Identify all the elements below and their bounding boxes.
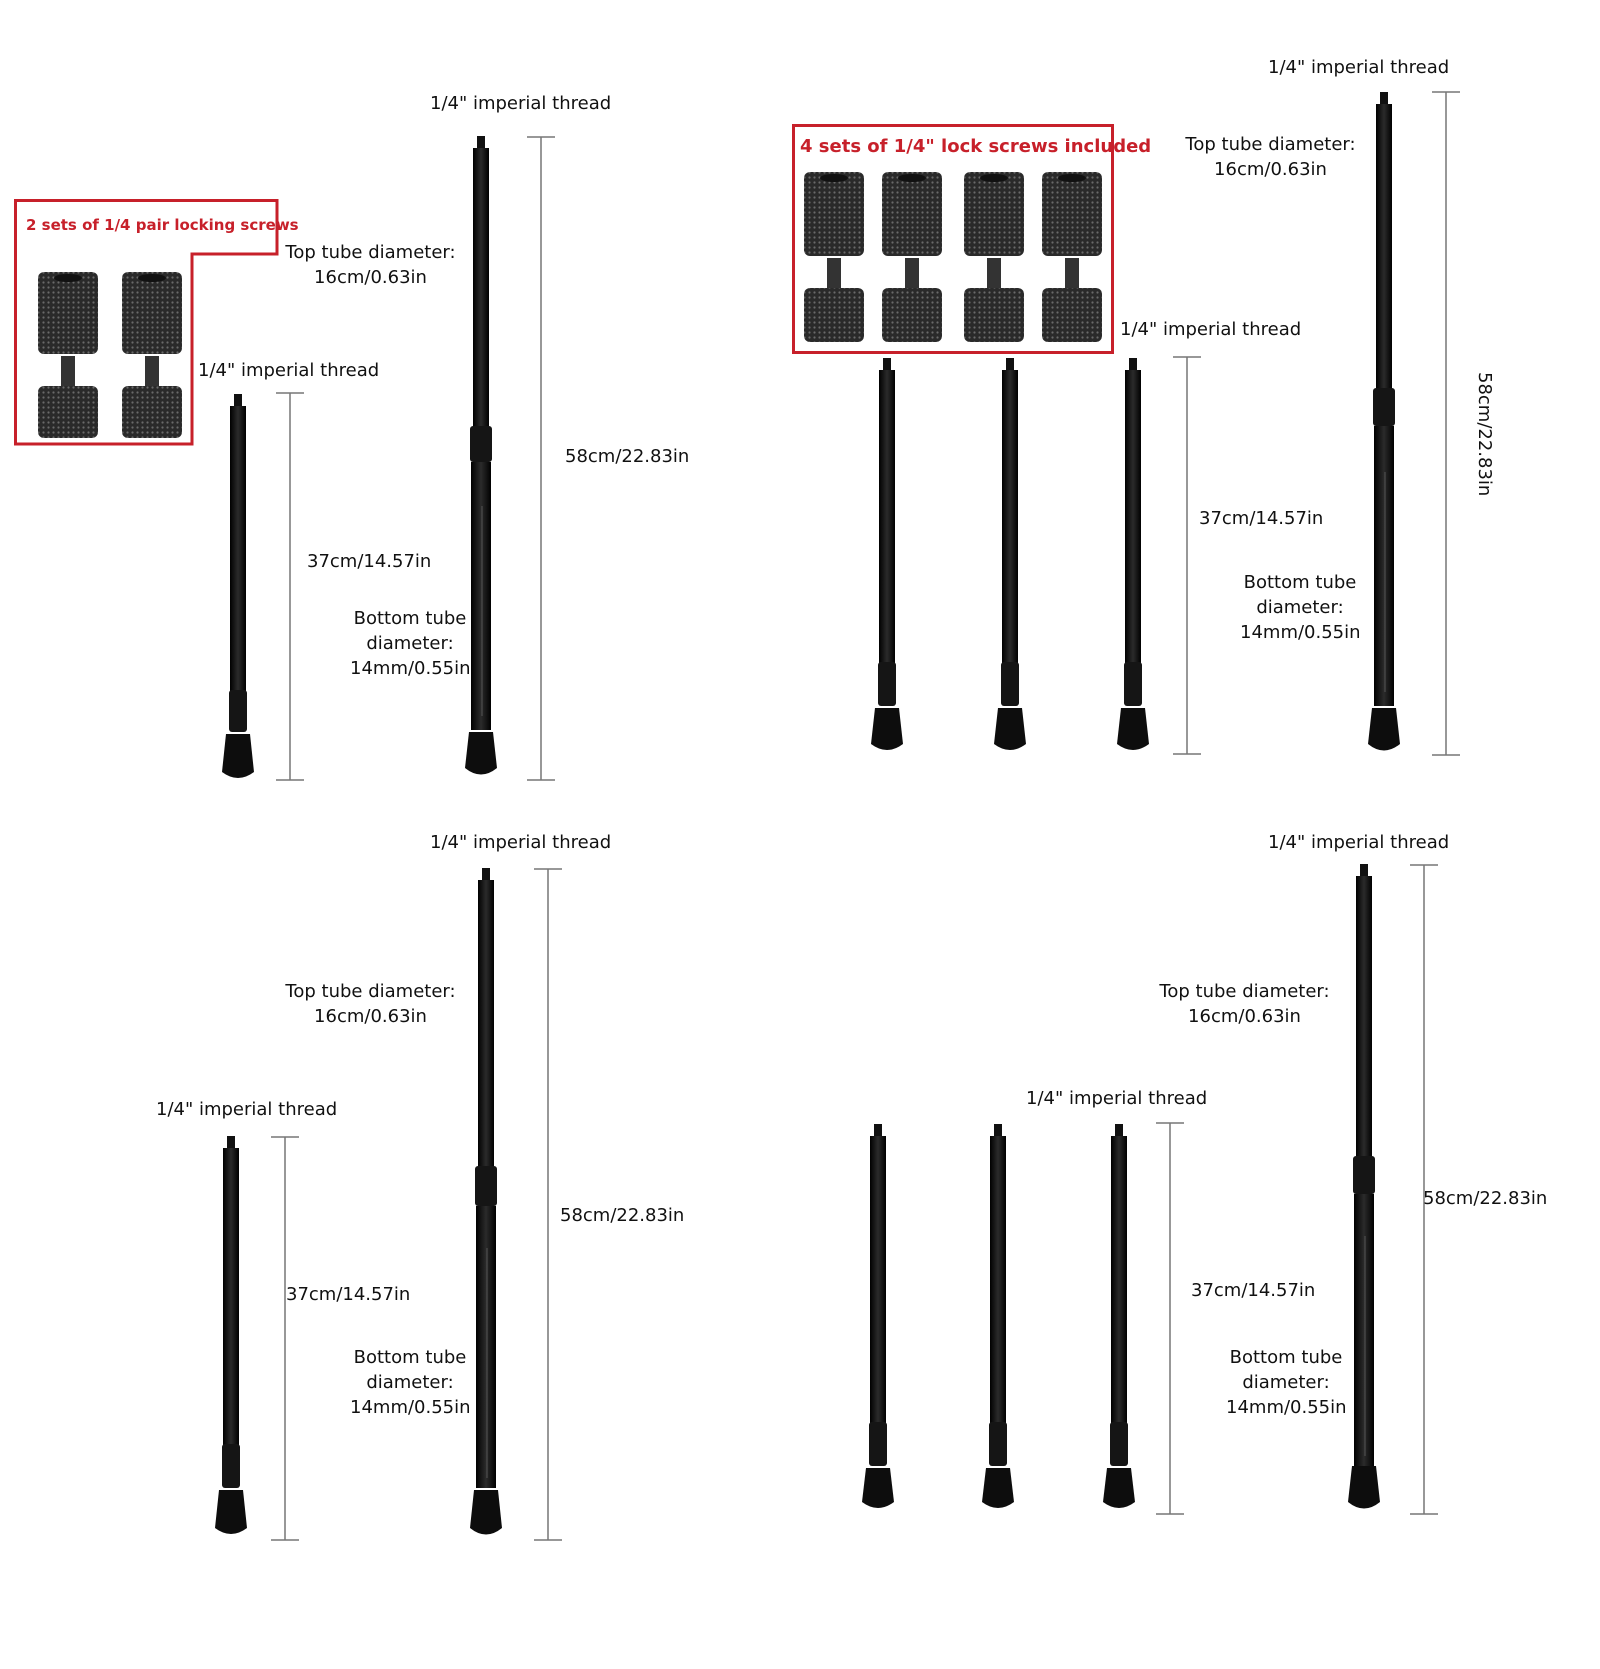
long-rod-image <box>1368 92 1400 751</box>
short-rod-length-label: 37cm/14.57in <box>1199 508 1324 529</box>
short-rod-length-label: 37cm/14.57in <box>286 1284 411 1305</box>
short-rod-dimension-line <box>1156 1122 1184 1515</box>
lock-screw-icon <box>122 272 182 438</box>
long-rod-dimension-line <box>527 136 555 781</box>
short-rod-length-label: 37cm/14.57in <box>307 551 432 572</box>
short-rod-thread-label: 1/4" imperial thread <box>1120 319 1302 340</box>
top-tube-diameter-label: Top tube diameter: 16cm/0.63in <box>285 242 456 288</box>
bottom-tube-diameter-label: Bottom tube diameter: 14mm/0.55in <box>1226 1347 1347 1418</box>
lock-screw-icon <box>1042 172 1102 342</box>
panel-bottom-right: 1/4" imperial thread Top tube diameter: … <box>800 800 1600 1600</box>
short-rod-image <box>862 1124 894 1508</box>
long-rod-dimension-line <box>1410 864 1438 1515</box>
bottom-tube-diameter-label: Bottom tube diameter: 14mm/0.55in <box>350 1347 471 1418</box>
short-rod-image <box>871 358 903 750</box>
short-rod-dimension-line <box>271 1136 299 1541</box>
panel-top-right: 1/4" imperial thread Top tube diameter: … <box>792 0 1600 800</box>
short-rod-length-label: 37cm/14.57in <box>1191 1280 1316 1301</box>
long-rod-image <box>465 136 497 775</box>
long-rod-image <box>470 868 502 1535</box>
long-rod-image <box>1348 864 1380 1509</box>
screw-kit-title: 2 sets of 1/4 pair locking screws <box>26 216 299 234</box>
panel-bottom-left: 1/4" imperial thread Top tube diameter: … <box>0 800 800 1600</box>
long-rod-length-label: 58cm/22.83in <box>565 446 690 467</box>
bottom-tube-diameter-label: Bottom tube diameter: 14mm/0.55in <box>350 608 471 679</box>
long-rod-length-label: 58cm/22.83in <box>1423 1188 1548 1209</box>
short-rod-image <box>982 1124 1014 1508</box>
long-rod-dimension-line <box>534 868 562 1541</box>
long-rod-thread-label: 1/4" imperial thread <box>1268 832 1450 853</box>
lock-screw-icon <box>882 172 942 342</box>
screw-kit-title: 4 sets of 1/4" lock screws included <box>800 136 1152 157</box>
bottom-tube-diameter-label: Bottom tube diameter: 14mm/0.55in <box>1240 572 1361 643</box>
short-rod-thread-label: 1/4" imperial thread <box>156 1099 338 1120</box>
short-rod-dimension-line <box>1173 356 1201 755</box>
lock-screw-icon <box>804 172 864 342</box>
long-rod-length-label: 58cm/22.83in <box>1474 372 1495 497</box>
panel-top-left: 1/4" imperial thread Top tube diameter: … <box>0 0 800 800</box>
short-rod-image <box>1103 1124 1135 1508</box>
long-rod-dimension-line <box>1432 91 1460 756</box>
short-rod-dimension-line <box>276 392 304 781</box>
short-rod-image <box>994 358 1026 750</box>
lock-screw-icon <box>38 272 98 438</box>
lock-screw-set-image <box>38 272 182 438</box>
top-tube-diameter-label: Top tube diameter: 16cm/0.63in <box>285 981 456 1027</box>
top-tube-diameter-label: Top tube diameter: 16cm/0.63in <box>1159 981 1330 1027</box>
short-rod-image <box>222 394 254 778</box>
long-rod-thread-label: 1/4" imperial thread <box>430 93 612 114</box>
long-rod-thread-label: 1/4" imperial thread <box>1268 57 1450 78</box>
long-rod-length-label: 58cm/22.83in <box>560 1205 685 1226</box>
long-rod-thread-label: 1/4" imperial thread <box>430 832 612 853</box>
lock-screw-set-image <box>804 172 1102 342</box>
short-rod-image <box>1117 358 1149 750</box>
short-rod-image <box>215 1136 247 1534</box>
top-tube-diameter-label: Top tube diameter: 16cm/0.63in <box>1185 134 1356 180</box>
short-rod-thread-label: 1/4" imperial thread <box>198 360 380 381</box>
short-rod-thread-label: 1/4" imperial thread <box>1026 1088 1208 1109</box>
lock-screw-icon <box>964 172 1024 342</box>
